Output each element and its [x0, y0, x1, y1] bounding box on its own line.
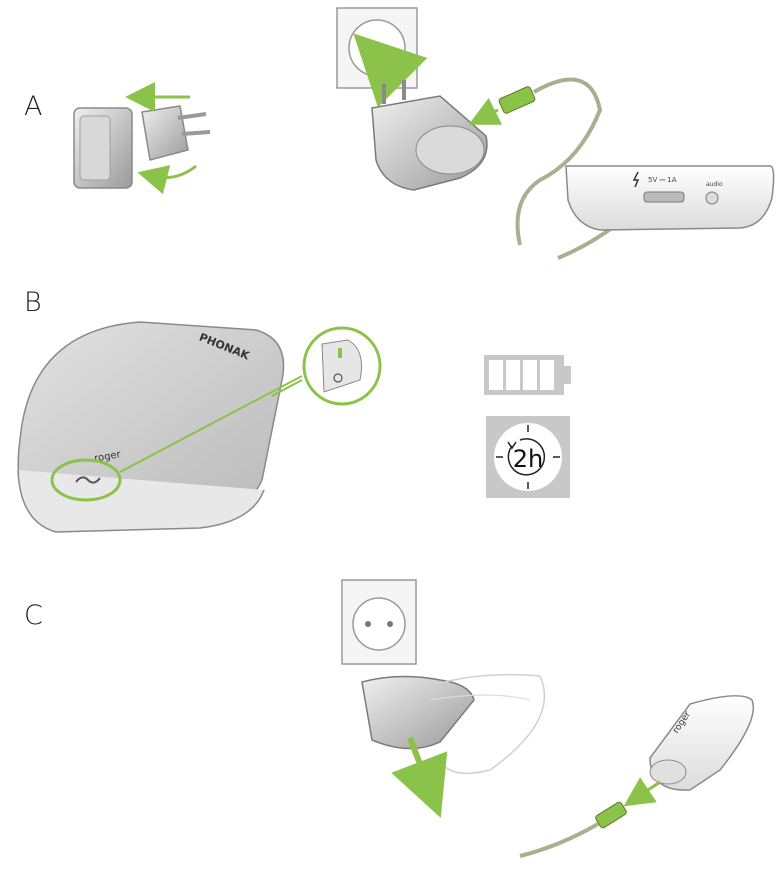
- charger-plug: [371, 80, 488, 191]
- callout-line: [119, 375, 303, 473]
- wall-outlet-top: [336, 7, 428, 108]
- power-led-callout: [302, 326, 382, 406]
- port-voltage-label: 5V ⎓ 1A: [648, 176, 677, 184]
- roger-device-unplug: roger: [519, 695, 755, 858]
- charge-timer-icon: 2h: [486, 416, 570, 498]
- lightning-icon: [632, 171, 640, 188]
- disconnect-arrow-icon: [623, 777, 661, 807]
- mic-port-label: audio: [706, 181, 723, 188]
- wall-outlet-bottom: [341, 579, 417, 665]
- insert-arrow-icon: [353, 33, 428, 108]
- step-b-label: B: [24, 287, 42, 318]
- unplug-arrow-icon: [391, 736, 448, 819]
- power-icon: [333, 373, 343, 383]
- step-a-label: A: [24, 91, 43, 122]
- roger-device: PHONAK roger: [17, 321, 303, 533]
- plug-arrow-icon: [468, 97, 503, 125]
- charge-time-text: 2h: [513, 445, 543, 473]
- charger-unplug: [361, 673, 546, 819]
- rotate-arrow-icon: [137, 164, 197, 195]
- charging-base: 5V ⎓ 1A audio: [565, 165, 775, 231]
- adapter-assembly-illustration: [73, 82, 211, 195]
- battery-full-icon: [484, 355, 571, 395]
- connect-button-highlight: [50, 458, 122, 502]
- step-c-label: C: [24, 600, 43, 631]
- link-icon: [75, 476, 101, 484]
